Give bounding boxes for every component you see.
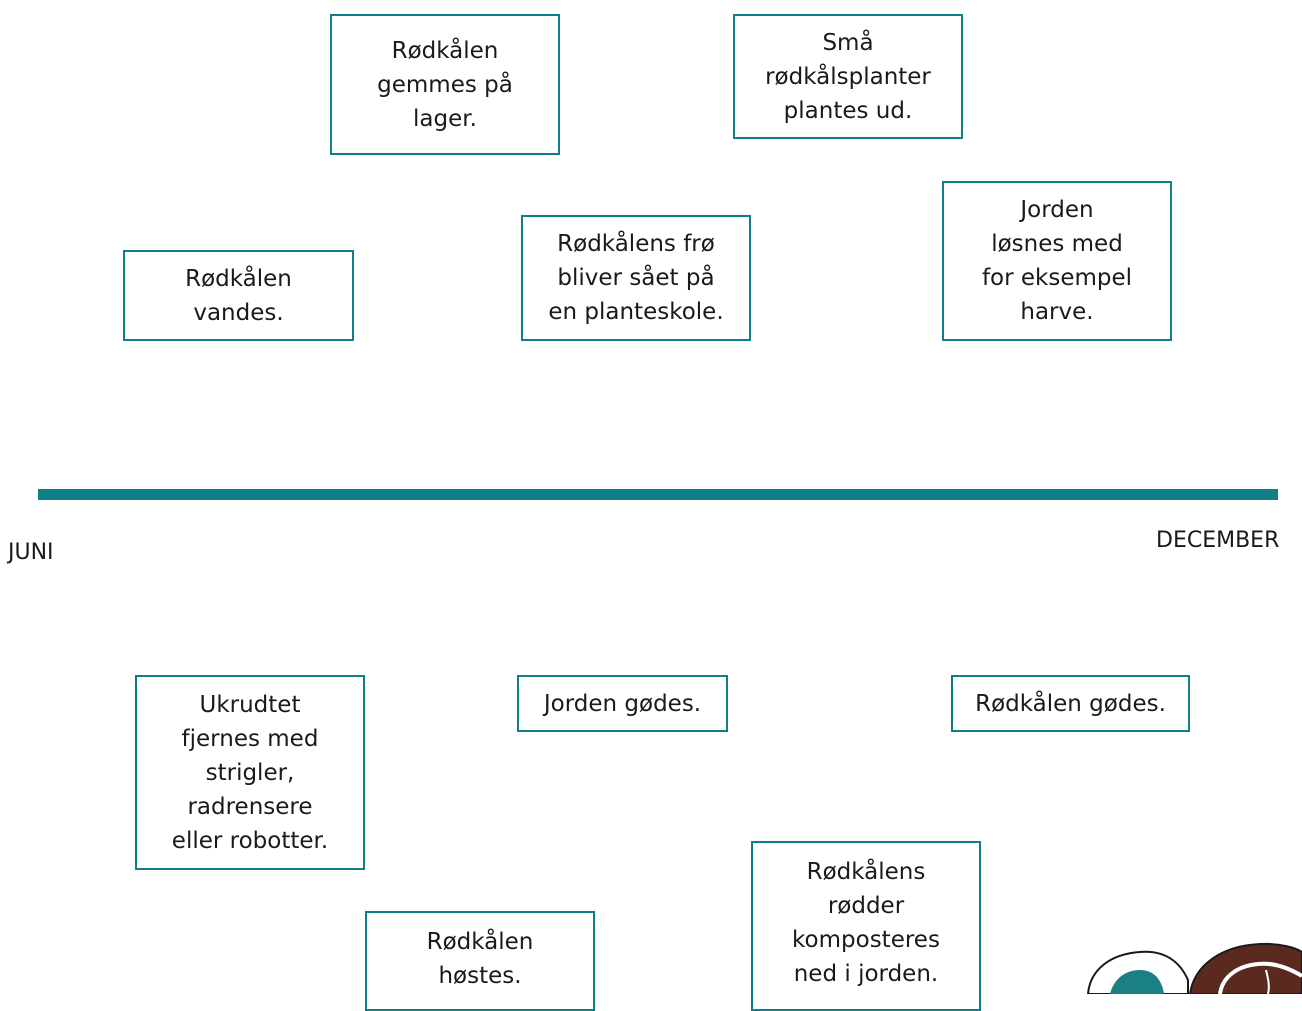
card-storage[interactable]: Rødkålen gemmes på lager.: [330, 14, 560, 155]
card-seeding[interactable]: Rødkålens frø bliver sået på en plantesk…: [521, 215, 751, 341]
card-watering[interactable]: Rødkålen vandes.: [123, 250, 354, 341]
card-soil-fertilizing[interactable]: Jorden gødes.: [517, 675, 728, 732]
card-loosening[interactable]: Jorden løsnes med for eksempel harve.: [942, 181, 1172, 341]
character-illustration: [1086, 942, 1302, 994]
card-planting[interactable]: Små rødkålsplanter plantes ud.: [733, 14, 963, 139]
timeline-end-label: DECEMBER: [1156, 528, 1280, 553]
card-cabbage-fertilizing[interactable]: Rødkålen gødes.: [951, 675, 1190, 732]
timeline-start-label: JUNI: [8, 540, 54, 565]
timeline-bar: [38, 489, 1278, 500]
card-weeding[interactable]: Ukrudtet fjernes med strigler, radrenser…: [135, 675, 365, 870]
card-harvest[interactable]: Rødkålen høstes.: [365, 911, 595, 1011]
card-composting[interactable]: Rødkålens rødder komposteres ned i jorde…: [751, 841, 981, 1011]
